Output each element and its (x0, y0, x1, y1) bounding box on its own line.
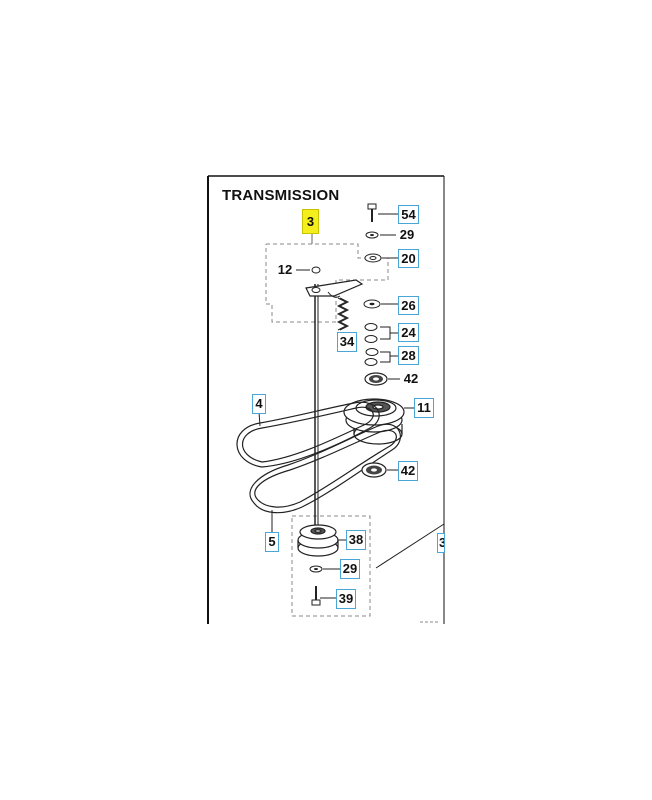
callout-5[interactable]: 5 (265, 532, 279, 552)
idler-arm (305, 279, 364, 297)
bolt-12-head (311, 266, 321, 274)
pulley-38 (297, 524, 339, 557)
leader-3-right (375, 523, 445, 569)
washer-24-a (364, 323, 378, 331)
bolt-54 (367, 203, 377, 222)
callout-4[interactable]: 4 (252, 394, 266, 414)
callout-28[interactable]: 28 (398, 346, 419, 365)
ring-28-a (365, 348, 379, 356)
callout-3-partial[interactable]: 3 (437, 533, 445, 553)
bracket-24 (380, 326, 391, 340)
idler-arm-hook (327, 291, 341, 298)
washer-24-b (364, 335, 378, 343)
bolt-39 (311, 586, 321, 606)
idler-arm-hole (311, 287, 321, 293)
callout-11[interactable]: 11 (414, 398, 434, 418)
callout-26[interactable]: 26 (398, 296, 419, 315)
callout-20[interactable]: 20 (398, 249, 419, 268)
callout-39[interactable]: 39 (336, 589, 356, 609)
callout-34[interactable]: 34 (337, 332, 357, 352)
callout-29-upper[interactable]: 29 (399, 227, 415, 242)
callout-3[interactable]: 3 (302, 209, 319, 234)
group-outline-lower (291, 515, 371, 617)
callout-42-lower[interactable]: 42 (398, 461, 418, 481)
callout-24[interactable]: 24 (398, 323, 419, 342)
spring-34 (336, 297, 350, 331)
belt-5 (249, 423, 401, 514)
ring-28-b (364, 358, 378, 366)
diagram-title: TRANSMISSION (222, 187, 340, 204)
callout-54[interactable]: 54 (398, 205, 419, 224)
bracket-28 (380, 351, 391, 363)
callout-42-upper[interactable]: 42 (403, 371, 419, 386)
callout-12[interactable]: 12 (277, 262, 293, 277)
callout-29-lower[interactable]: 29 (340, 559, 360, 579)
group-outline-upper (265, 243, 389, 323)
leader-4 (258, 411, 261, 427)
callout-38[interactable]: 38 (346, 530, 366, 550)
